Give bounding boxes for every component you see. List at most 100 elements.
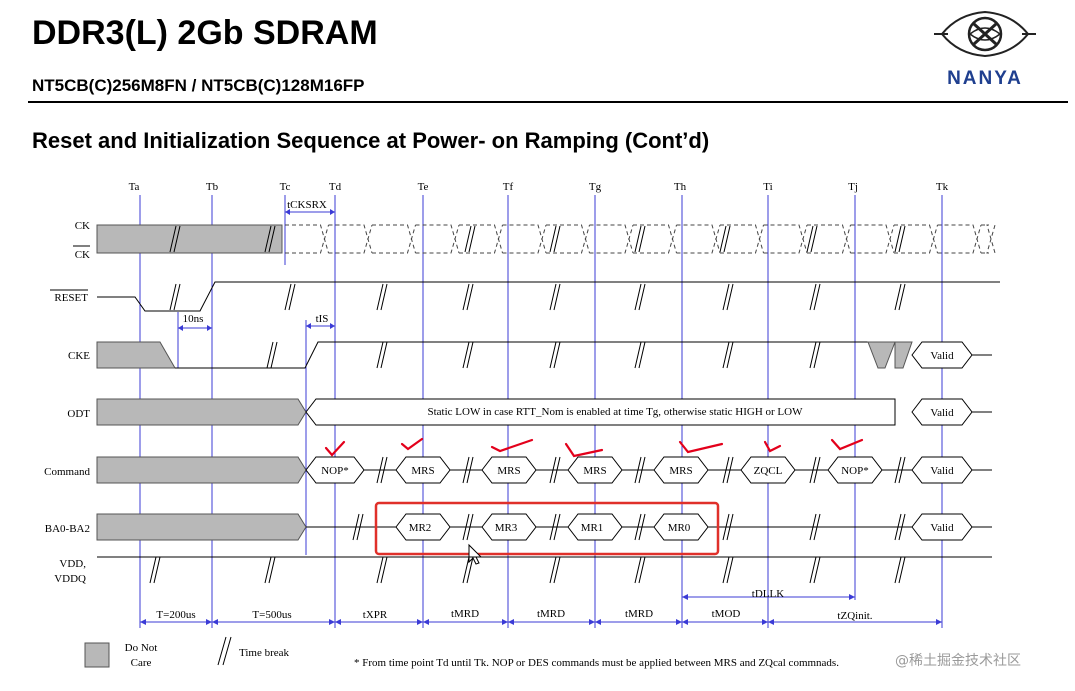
ba-waveform: MR2 MR3 MR1 MR0 Valid	[96, 513, 992, 541]
interval-tzqinit: tZQinit.	[837, 610, 872, 622]
ba-valid: Valid	[930, 522, 954, 534]
reset-10ns: 10ns	[177, 312, 212, 368]
cke-valid: Valid	[930, 350, 954, 362]
time-point-tk: Tk	[936, 181, 949, 193]
section-title: Reset and Initialization Sequence at Pow…	[32, 128, 710, 153]
time-point-td: Td	[329, 181, 342, 193]
time-point-tg: Tg	[589, 181, 602, 193]
time-break-mark	[809, 341, 821, 369]
time-break-mark	[464, 225, 476, 253]
command-zqcl: ZQCL	[754, 465, 783, 477]
ck-waveform	[96, 224, 996, 254]
time-break-mark	[894, 513, 906, 541]
time-point-ta: Ta	[129, 181, 140, 193]
command-mrs-3: MRS	[583, 465, 606, 477]
time-break-mark	[169, 225, 181, 253]
time-break-mark	[894, 225, 906, 253]
time-break-mark	[722, 341, 734, 369]
interval-txpr: tXPR	[363, 609, 388, 621]
timing-label-tcksrx: tCKSRX	[287, 199, 327, 211]
checkmark-icon	[763, 440, 782, 453]
time-break-mark	[462, 456, 474, 484]
time-break-mark	[376, 556, 388, 584]
odt-waveform: Static LOW in case RTT_Nom is enabled at…	[96, 398, 992, 426]
reset-waveform	[97, 281, 1000, 312]
nanya-logo: NANYA	[934, 10, 1036, 89]
checkmark-icon	[678, 440, 724, 454]
ba-mr2: MR2	[409, 522, 432, 534]
interval-t200us: T=200us	[156, 609, 195, 621]
time-break-mark	[719, 225, 731, 253]
time-point-te: Te	[418, 181, 429, 193]
time-break-mark	[549, 456, 561, 484]
command-mrs-4: MRS	[669, 465, 692, 477]
time-point-th: Th	[674, 181, 687, 193]
odt-note: Static LOW in case RTT_Nom is enabled at…	[428, 406, 804, 418]
time-break-marks	[149, 225, 906, 584]
time-point-tc: Tc	[280, 181, 291, 193]
time-break-mark	[634, 456, 646, 484]
time-break-mark	[634, 225, 646, 253]
time-break-mark	[549, 341, 561, 369]
time-break-mark	[462, 513, 474, 541]
checkmark-icon	[830, 438, 864, 451]
interval-t500us: T=500us	[252, 609, 291, 621]
mouse-cursor-icon	[468, 543, 483, 565]
checkmark-icon	[564, 442, 604, 458]
time-break-mark	[809, 456, 821, 484]
time-break-mark	[462, 341, 474, 369]
time-break-mark	[894, 556, 906, 584]
time-break-mark	[376, 283, 388, 311]
time-break-mark	[634, 341, 646, 369]
nanya-logo-icon	[934, 10, 1036, 58]
signal-label-reset: RESET	[54, 292, 88, 304]
do-not-care-swatch	[84, 642, 110, 668]
time-break-mark	[549, 283, 561, 311]
signal-label-ck: CK	[75, 220, 90, 232]
time-break-mark	[722, 283, 734, 311]
page-title: DDR3(L) 2Gb SDRAM	[32, 14, 378, 52]
time-point-tb: Tb	[206, 181, 219, 193]
time-break-mark	[809, 513, 821, 541]
timing-label-tis: tIS	[316, 313, 329, 325]
interval-tmrd-2: tMRD	[537, 608, 565, 620]
time-break-mark	[722, 513, 734, 541]
interval-arrows: T=200us T=500us tXPR tMRD tMRD tMRD tMOD…	[140, 608, 942, 625]
time-break-mark	[149, 556, 161, 584]
header-divider	[28, 101, 1068, 103]
time-break-mark	[634, 513, 646, 541]
time-break-mark	[284, 283, 296, 311]
ck-wave-path	[285, 224, 996, 254]
time-break-mark	[462, 283, 474, 311]
time-point-tf: Tf	[503, 181, 514, 193]
command-nop-1: NOP*	[321, 465, 349, 477]
ba-mr3: MR3	[495, 522, 518, 534]
footnote: * From time point Td until Tk. NOP or DE…	[354, 657, 839, 669]
tcksrx-marker: tCKSRX	[285, 199, 335, 215]
time-break-mark	[549, 513, 561, 541]
checkmark-icon	[490, 438, 534, 453]
time-break-mark	[376, 456, 388, 484]
signal-label-vdd: VDD,	[59, 558, 86, 570]
command-nop-2: NOP*	[841, 465, 869, 477]
time-break-mark	[549, 225, 561, 253]
red-checkmarks	[324, 437, 864, 458]
time-break-mark	[894, 283, 906, 311]
time-break-mark	[462, 556, 474, 584]
time-break-mark	[549, 556, 561, 584]
part-number: NT5CB(C)256M8FN / NT5CB(C)128M16FP	[32, 76, 365, 95]
time-point-ti: Ti	[763, 181, 772, 193]
time-break-mark	[266, 341, 278, 369]
watermark: @稀土掘金技术社区	[895, 653, 1021, 669]
checkmark-icon	[400, 437, 424, 451]
command-mrs-1: MRS	[411, 465, 434, 477]
interval-tmrd-3: tMRD	[625, 608, 653, 620]
timing-label-tdllk: tDLLK	[752, 588, 784, 600]
signal-label-command: Command	[44, 466, 90, 478]
interval-tmrd-1: tMRD	[451, 608, 479, 620]
ba-mr1: MR1	[581, 522, 604, 534]
logo-text: NANYA	[947, 68, 1023, 89]
time-break-mark	[352, 513, 364, 541]
timing-label-10ns: 10ns	[183, 313, 204, 325]
